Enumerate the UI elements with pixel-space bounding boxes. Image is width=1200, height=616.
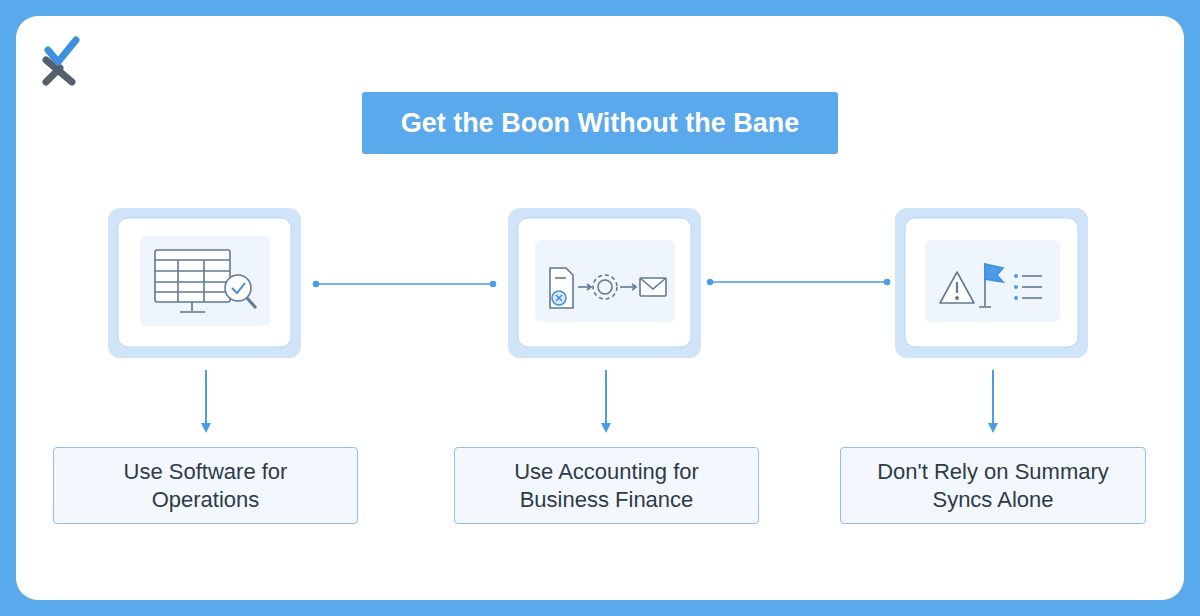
icon-frame: [508, 208, 701, 358]
icon-frame: [108, 208, 301, 358]
step-text: Don't Rely on Summary Syncs Alone: [869, 458, 1117, 514]
monitor-icon: [140, 236, 270, 326]
down-arrow: [206, 370, 993, 428]
icon-frame: [895, 208, 1088, 358]
step-box: Don't Rely on Summary Syncs Alone: [840, 447, 1146, 524]
process-icon: [535, 240, 675, 322]
diagram-title: Get the Boon Without the Bane: [401, 108, 800, 139]
step-box: Use Software for Operations: [53, 447, 358, 524]
step-text: Use Software for Operations: [82, 458, 329, 514]
title-box: Get the Boon Without the Bane: [362, 92, 838, 154]
warning-icon: [925, 240, 1060, 322]
step-text: Use Accounting for Business Finance: [483, 458, 730, 514]
step-box: Use Accounting for Business Finance: [454, 447, 759, 524]
logo: [46, 40, 76, 82]
